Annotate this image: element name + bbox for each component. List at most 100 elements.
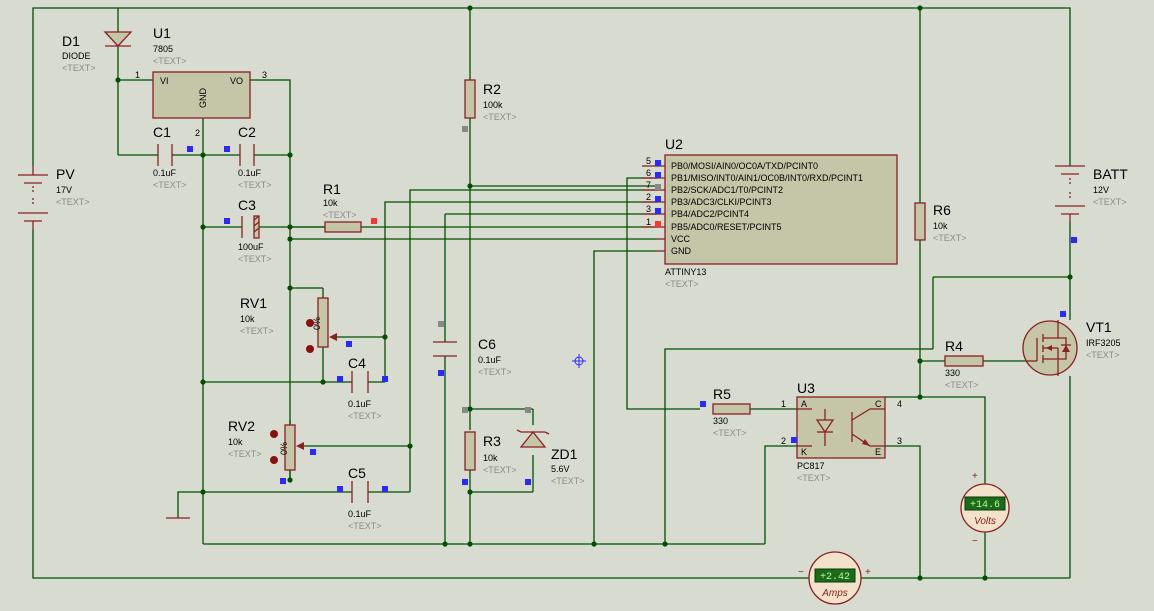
u3-pin-a: A — [801, 399, 807, 409]
c1-value: 0.1uF — [153, 168, 177, 178]
battery-batt[interactable]: BATT 12V <TEXT> — [1055, 165, 1128, 222]
c1-ref: C1 — [153, 124, 171, 140]
r1-value: 10k — [323, 198, 338, 208]
u1-pin-vi: VI — [160, 76, 169, 86]
rv2-dec-button[interactable] — [270, 430, 278, 438]
ammeter-reading: +2.42 — [820, 572, 850, 583]
ammeter-unit: Amps — [821, 588, 848, 599]
u2-value: ATTINY13 — [665, 267, 706, 277]
r2-value: 100k — [483, 100, 503, 110]
r6-text: <TEXT> — [933, 233, 967, 243]
d1-ref: D1 — [62, 33, 80, 49]
rv1-ref: RV1 — [240, 295, 267, 311]
u2-pin-label-2: PB2/SCK/ADC1/T0/PCINT2 — [671, 185, 783, 195]
batt-value: 12V — [1093, 185, 1109, 195]
c4-value: 0.1uF — [348, 399, 372, 409]
c3-ref: C3 — [238, 197, 256, 213]
r2-text: <TEXT> — [483, 112, 517, 122]
r1-text: <TEXT> — [323, 210, 357, 220]
ammeter[interactable]: +2.42 Amps + − — [798, 551, 871, 605]
u2-ref: U2 — [665, 136, 683, 152]
regulator-u1[interactable]: VI VO GND 1 3 2 U1 7805 <TEXT> — [135, 25, 267, 138]
u1-ref: U1 — [153, 25, 171, 41]
u3-ref: U3 — [797, 380, 815, 396]
u2-pin-label-6: VCC — [671, 234, 691, 244]
battery-pv[interactable]: PV 17V <TEXT> — [18, 166, 90, 230]
u2-pin-label-7: GND — [671, 246, 692, 256]
d1-text: <TEXT> — [62, 63, 96, 73]
u3-pin-c: C — [875, 399, 882, 409]
pv-text: <TEXT> — [56, 197, 90, 207]
u1-value: 7805 — [153, 44, 173, 54]
ammeter-minus: − — [798, 567, 804, 578]
diode-d1[interactable]: D1 DIODE <TEXT> — [62, 31, 133, 73]
optocoupler-u3[interactable]: A K C E 1 2 3 4 U3 PC817 <TEXT> — [781, 380, 902, 483]
capacitor-c1[interactable]: C1 0.1uF <TEXT> — [153, 124, 187, 190]
resistor-r3[interactable]: R3 10k <TEXT> — [464, 431, 517, 475]
mosfet-vt1[interactable]: VT1 IRF3205 <TEXT> — [1022, 319, 1121, 376]
voltmeter-minus: − — [972, 536, 978, 547]
vt1-text: <TEXT> — [1086, 350, 1120, 360]
zd1-ref: ZD1 — [551, 446, 578, 462]
rv2-value: 10k — [228, 437, 243, 447]
u2-pin-label-3: PB3/ADC3/CLKI/PCINT3 — [671, 197, 772, 207]
capacitor-c4[interactable]: C4 0.1uF <TEXT> — [348, 355, 382, 421]
u2-pin-num-4: 3 — [646, 204, 651, 214]
c2-value: 0.1uF — [238, 168, 262, 178]
zd1-value: 5.6V — [551, 464, 570, 474]
r6-value: 10k — [933, 221, 948, 231]
r3-ref: R3 — [483, 433, 501, 449]
vt1-ref: VT1 — [1086, 319, 1112, 335]
rv2-inc-button[interactable] — [270, 456, 278, 464]
u2-pin-num-1: 6 — [646, 168, 651, 178]
r2-ref: R2 — [483, 81, 501, 97]
c3-text: <TEXT> — [238, 254, 272, 264]
capacitor-c3[interactable]: C3 100uF <TEXT> — [238, 197, 272, 264]
u3-value: PC817 — [797, 461, 825, 471]
rv1-text: <TEXT> — [240, 326, 274, 336]
c4-ref: C4 — [348, 355, 366, 371]
u1-text: <TEXT> — [153, 56, 187, 66]
microcontroller-u2[interactable]: 5 6 7 2 3 1 PB0/MOSI/AIN0/OC0A/TXD/PCINT… — [642, 136, 898, 289]
r3-value: 10k — [483, 453, 498, 463]
r5-ref: R5 — [713, 386, 731, 402]
capacitor-c2[interactable]: C2 0.1uF <TEXT> — [238, 124, 272, 190]
batt-text: <TEXT> — [1093, 197, 1127, 207]
resistor-r1[interactable]: R1 10k <TEXT> — [323, 181, 362, 233]
voltmeter-reading: +14.6 — [970, 500, 1000, 511]
voltmeter[interactable]: +14.6 Volts + − — [960, 471, 1010, 547]
rv1-inc-button[interactable] — [306, 345, 314, 353]
r5-value: 330 — [713, 416, 728, 426]
zener-zd1[interactable]: ZD1 5.6V <TEXT> — [516, 429, 585, 486]
crosshair-marker-icon — [572, 354, 586, 368]
c5-ref: C5 — [348, 465, 366, 481]
potentiometer-rv2[interactable]: 0% RV2 10k <TEXT> — [228, 418, 304, 471]
u3-pin-e: E — [875, 447, 881, 457]
voltmeter-plus: + — [972, 471, 978, 482]
batt-ref: BATT — [1093, 166, 1128, 182]
resistor-r4[interactable]: R4 330 <TEXT> — [944, 338, 984, 390]
rv2-text: <TEXT> — [228, 449, 262, 459]
rv1-value: 10k — [240, 314, 255, 324]
c6-value: 0.1uF — [478, 355, 502, 365]
resistor-r5[interactable]: R5 330 <TEXT> — [712, 386, 751, 438]
potentiometer-rv1[interactable]: 0% RV1 10k <TEXT> — [240, 295, 337, 353]
resistor-r6[interactable]: R6 10k <TEXT> — [914, 202, 967, 243]
c4-text: <TEXT> — [348, 411, 382, 421]
u1-pin3: 3 — [262, 70, 267, 80]
rv1-dec-button[interactable] — [306, 319, 314, 327]
u2-pin-num-0: 5 — [646, 156, 651, 166]
resistor-r2[interactable]: R2 100k <TEXT> — [464, 79, 517, 122]
c6-ref: C6 — [478, 336, 496, 352]
capacitor-c5[interactable]: C5 0.1uF <TEXT> — [348, 465, 382, 531]
capacitor-c6[interactable]: C6 0.1uF <TEXT> — [433, 336, 512, 377]
voltmeter-unit: Volts — [974, 516, 996, 527]
u2-pin-num-2: 7 — [646, 180, 651, 190]
rv1-pct: 0% — [312, 317, 322, 330]
u2-text: <TEXT> — [665, 279, 699, 289]
u2-pin-num-5: 1 — [646, 217, 651, 227]
u1-pin1: 1 — [135, 70, 140, 80]
r1-ref: R1 — [323, 181, 341, 197]
wires — [32, 7, 1071, 579]
